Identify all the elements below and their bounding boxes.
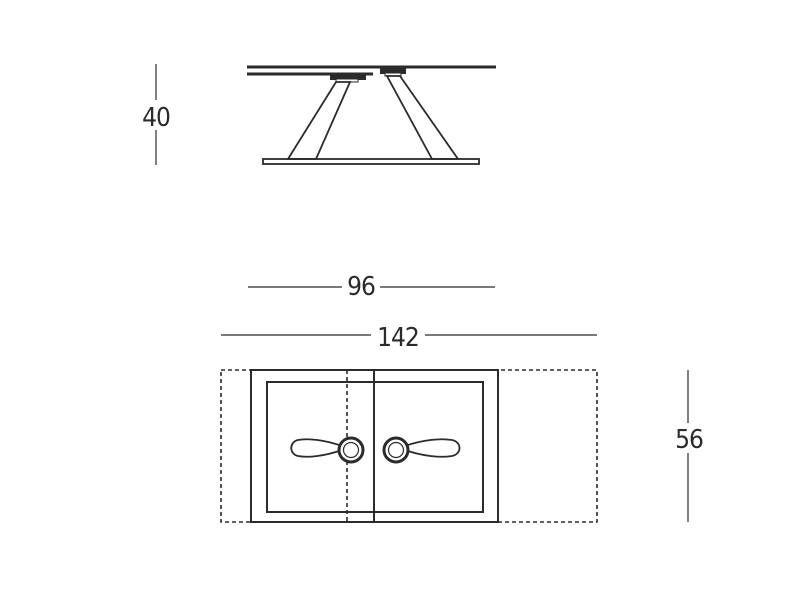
leg-footprint-left <box>290 438 343 458</box>
leg-hub-right-inner <box>387 441 405 459</box>
leg-right <box>385 75 460 160</box>
leg-hub-left-outer <box>337 436 365 464</box>
height-dimension-label: 40 <box>142 103 170 133</box>
leg-left <box>286 81 352 160</box>
side-elevation-view: 40 <box>138 64 496 165</box>
width-dimensions: 96 142 <box>221 270 597 353</box>
leg-hub-left-inner <box>342 441 360 459</box>
leg-hub-right-outer <box>382 436 410 464</box>
leg-footprint-right <box>404 438 461 458</box>
top-mount-right <box>380 68 406 74</box>
extended-width-label: 142 <box>377 323 419 353</box>
depth-dimension: 56 <box>670 370 706 522</box>
extended-outline <box>220 369 598 523</box>
depth-dimension-label: 56 <box>675 425 703 455</box>
top-mount-left <box>330 75 366 80</box>
closed-width-label: 96 <box>347 272 375 302</box>
base-plate <box>262 158 480 165</box>
plan-view <box>220 369 598 523</box>
